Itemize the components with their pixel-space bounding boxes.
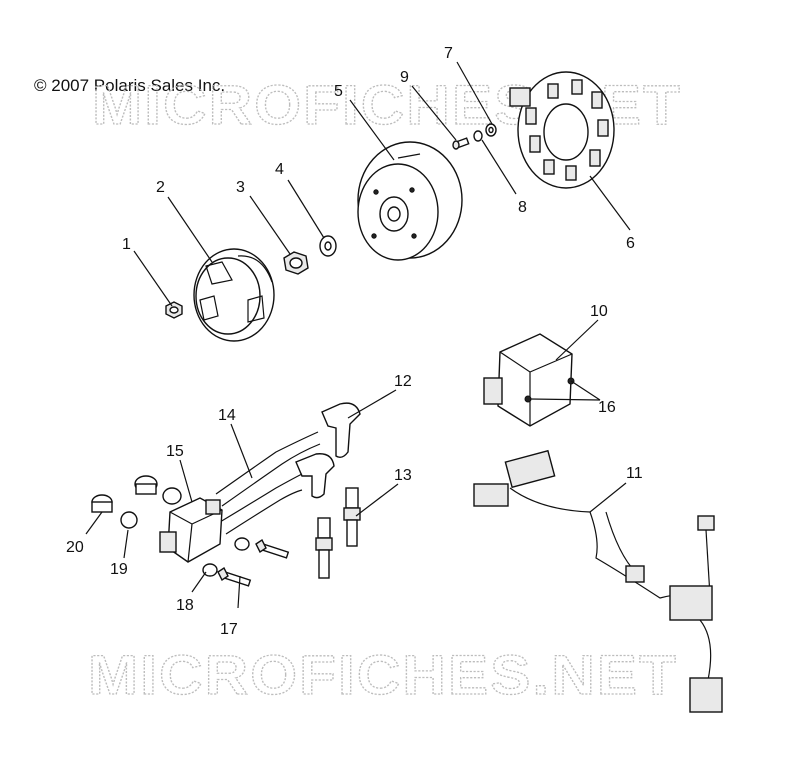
callout-18: 18 bbox=[176, 597, 194, 614]
part-15-ignition-coil bbox=[159, 497, 223, 563]
part-13-spark-plugs bbox=[315, 487, 361, 579]
callout-1: 1 bbox=[122, 236, 131, 253]
part-2-cover-ring bbox=[193, 248, 275, 342]
callout-3: 3 bbox=[236, 179, 245, 196]
part-18-lock-washers bbox=[202, 537, 250, 577]
copyright-text: © 2007 Polaris Sales Inc. bbox=[34, 76, 226, 95]
callout-7: 7 bbox=[444, 45, 453, 62]
callout-16: 16 bbox=[598, 399, 616, 416]
part-7-washer bbox=[485, 123, 497, 137]
part-5-flywheel bbox=[357, 141, 463, 261]
callout-9: 9 bbox=[400, 69, 409, 86]
part-3-nut bbox=[283, 251, 309, 275]
callout-14: 14 bbox=[218, 407, 236, 424]
callout-15: 15 bbox=[166, 443, 184, 460]
callout-6: 6 bbox=[626, 235, 635, 252]
part-11-wiring-harness bbox=[473, 449, 723, 713]
callout-5: 5 bbox=[334, 83, 343, 100]
callout-8: 8 bbox=[518, 199, 527, 216]
part-8-washer bbox=[473, 130, 483, 142]
part-1-bolt bbox=[165, 301, 183, 319]
part-4-washer bbox=[319, 235, 337, 257]
callout-4: 4 bbox=[275, 161, 284, 178]
callout-10: 10 bbox=[590, 303, 608, 320]
callout-11: 11 bbox=[626, 465, 643, 482]
part-20-grommets bbox=[91, 475, 158, 513]
part-19-washers bbox=[120, 487, 182, 529]
leader-lines bbox=[85, 61, 631, 609]
part-14-ht-leads bbox=[215, 431, 321, 535]
part-6-stator bbox=[509, 71, 615, 189]
callout-12: 12 bbox=[394, 373, 412, 390]
callout-labels: 1 2 3 4 5 6 7 8 9 10 11 12 13 14 15 16 1… bbox=[66, 45, 643, 638]
callout-20: 20 bbox=[66, 539, 84, 556]
callout-19: 19 bbox=[110, 561, 128, 578]
part-17-bolts bbox=[217, 538, 290, 587]
callout-17: 17 bbox=[220, 621, 238, 638]
callout-13: 13 bbox=[394, 467, 412, 484]
watermark-bottom: MICROFICHES.NET bbox=[88, 643, 678, 706]
callout-2: 2 bbox=[156, 179, 165, 196]
part-9-screw bbox=[452, 137, 470, 150]
part-10-cdi-module bbox=[483, 333, 575, 427]
